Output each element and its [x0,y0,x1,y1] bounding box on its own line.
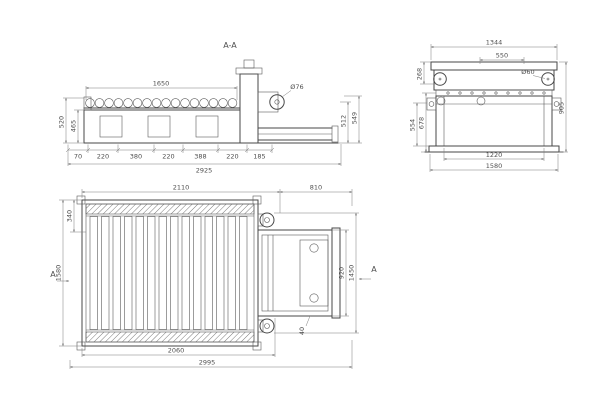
dim-end-bottom-overall: 1580 [486,162,503,170]
dim-shaft-diameter: Ø60 [521,68,534,76]
dim-plan-right-outer: 1450 [348,265,356,282]
plan-table-body [76,195,262,351]
dim-end-left-inner: 554 [409,119,417,131]
dim-roller-diameter: Ø76 [290,83,303,91]
section-marker-right-label: A [371,265,377,274]
end-view-dimensions: 1344 550 Ø60 268 554 678 905 [409,39,568,172]
dim-plan-bottom-overall: 2995 [199,359,216,367]
dim-chain-4: 220 [162,153,174,161]
dim-top-length: 1650 [153,80,170,88]
dim-end-right-height: 905 [558,102,566,114]
section-marker-left-label: A [50,270,56,279]
dim-right-inner-height: 512 [340,115,348,127]
dim-chain-1: 70 [74,153,82,161]
discharge-arm [239,125,339,144]
dim-end-left-outer: 678 [418,117,426,129]
dim-chain-5: 388 [194,153,206,161]
roller-row [83,98,241,109]
dim-end-left-top: 268 [416,68,424,80]
gantry-column [235,59,285,144]
section-markers: A A [50,265,377,282]
dim-chain-2: 220 [97,153,109,161]
end-view-body [424,61,564,153]
dim-overall-length: 2925 [196,167,213,175]
dim-plan-top-main: 2110 [173,184,190,192]
section-view-title: A-A [223,41,237,50]
dim-chain-7: 185 [253,153,265,161]
side-view-dimensions: 1650 Ø76 520 465 70 220 380 220 388 [58,80,362,175]
dim-plan-small: 40 [298,327,306,335]
plan-dimensions: 2110 810 340 1580 920 1450 40 2060 [55,184,359,369]
end-elevation-view: 1344 550 Ø60 268 554 678 905 [409,39,568,172]
dim-chain-3: 380 [130,153,142,161]
dim-plan-top-right: 810 [310,184,322,192]
dim-plan-bottom-main: 2060 [168,347,185,355]
plan-discharge-unit [257,212,341,334]
dim-plan-left-height: 1580 [55,265,63,282]
dim-right-outer-height: 549 [351,112,359,124]
dim-left-outer-height: 520 [58,116,66,128]
side-section-view: A-A [58,41,362,175]
plan-view: 2110 810 340 1580 920 1450 40 2060 [50,184,377,369]
dim-left-inner-height: 465 [70,120,78,132]
dim-end-bottom-inner: 1220 [486,151,503,159]
dim-plan-right-inner: 920 [338,267,346,279]
dim-end-top-overall: 1344 [486,39,503,47]
dim-end-top-inner: 550 [496,52,508,60]
dim-chain-6: 220 [226,153,238,161]
dim-plan-left-top: 340 [66,210,74,222]
